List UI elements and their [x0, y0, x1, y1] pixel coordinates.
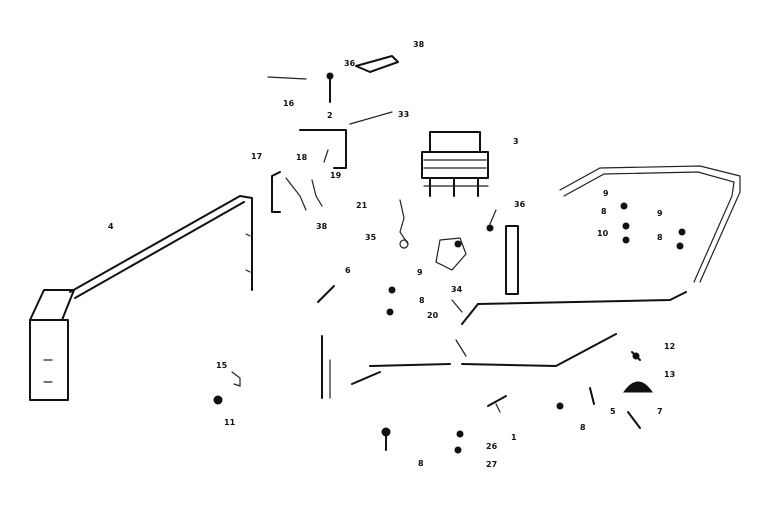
- callout-c-35: 35: [365, 233, 377, 242]
- callout-c-12: 12: [664, 342, 675, 351]
- callout-c-8b: 8: [657, 233, 663, 242]
- callout-c-33: 33: [398, 110, 409, 119]
- callout-c-16: 16: [283, 99, 295, 108]
- callout-c-5: 5: [610, 407, 616, 416]
- callout-c-9b: 9: [657, 209, 663, 218]
- callout-c-38b: 38: [316, 222, 328, 231]
- callout-c-1: 1: [511, 433, 517, 442]
- callout-c-21: 21: [356, 201, 368, 210]
- callout-c-19: 19: [330, 171, 342, 180]
- callout-c-18: 18: [296, 153, 308, 162]
- bottom-fittings: [381, 387, 641, 454]
- center-small-parts: [317, 285, 463, 316]
- callout-c-34: 34: [451, 285, 463, 294]
- callout-c-26: 26: [486, 442, 498, 451]
- chassis-frame: [321, 291, 687, 399]
- callout-c-6: 6: [345, 266, 351, 275]
- callout-c-9c: 9: [417, 268, 423, 277]
- callout-c-8c: 8: [419, 296, 425, 305]
- callout-c-36a: 36: [344, 59, 356, 68]
- callout-c-11: 11: [224, 418, 236, 427]
- callout-c-7: 7: [657, 407, 663, 416]
- small-fittings: [399, 199, 467, 271]
- callout-c-4: 4: [108, 222, 114, 231]
- callout-c-8e: 8: [418, 459, 424, 468]
- callout-c-10: 10: [597, 229, 609, 238]
- callout-c-8a: 8: [601, 207, 607, 216]
- callout-c-17: 17: [251, 152, 262, 161]
- callout-c-27: 27: [486, 460, 497, 469]
- upper-bracket: [299, 129, 347, 207]
- vertical-plate: [486, 209, 519, 295]
- callout-c-3: 3: [513, 137, 519, 146]
- top-bolt-and-plate: [267, 55, 399, 125]
- callout-c-20: 20: [427, 311, 439, 320]
- right-cap-assembly: [623, 351, 653, 393]
- callout-c-2: 2: [327, 111, 333, 120]
- callout-c-13: 13: [664, 370, 675, 379]
- curved-arm: [559, 165, 741, 283]
- side-bracket: [271, 171, 307, 213]
- callout-c-38a: 38: [413, 40, 425, 49]
- callout-c-15: 15: [216, 361, 228, 370]
- engine-block: [421, 131, 489, 197]
- clip-and-washer: [213, 371, 241, 405]
- callout-c-8d: 8: [580, 423, 586, 432]
- right-fasteners: [620, 202, 686, 250]
- handle-assembly: [29, 195, 253, 401]
- callout-c-36b: 36: [514, 200, 526, 209]
- callout-c-9a: 9: [603, 189, 609, 198]
